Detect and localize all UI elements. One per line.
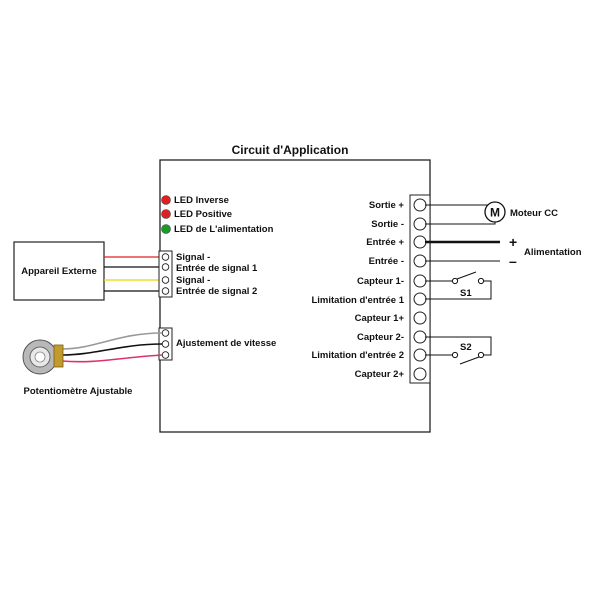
led-indicators: LED Inverse LED Positive LED de L'alimen… [161,195,274,235]
led-positive-label: LED Positive [174,209,232,220]
input-terminal-label: Signal - [176,252,210,263]
switch-s1-label: S1 [460,288,472,299]
right-terminal-screw [413,330,427,344]
signal-wires [104,256,161,292]
right-terminal-label: Entrée + [366,237,404,248]
right-terminal-label: Capteur 2- [357,332,404,343]
led-inverse-indicator [161,195,171,205]
switch-s1 [425,271,492,300]
motor-symbol: M [490,206,500,220]
input-terminal-label: Signal - [176,275,210,286]
right-terminal-screw [413,348,427,362]
right-terminal-label: Entrée - [369,256,404,267]
input-terminal-label: Entrée de signal 1 [176,263,258,274]
potentiometer-label: Potentiomètre Ajustable [24,386,133,397]
motor: M Moteur CC [484,201,558,223]
potentiometer-wires [61,332,163,363]
right-terminal-screw [413,235,427,249]
led-inverse-label: LED Inverse [174,195,229,206]
potentiometer [22,339,64,375]
right-terminal-screw [413,217,427,231]
power-label: Alimentation [524,247,582,258]
motor-label: Moteur CC [510,208,558,219]
right-terminal-screw [413,292,427,306]
right-terminal-screw [413,367,427,381]
right-terminal-label: Sortie + [369,200,405,211]
power-supply-wiring: + – Alimentation [425,234,582,269]
right-terminal-screw [413,254,427,268]
input-terminal-block: Signal - Entrée de signal 1 Signal - Ent… [158,250,258,298]
right-terminal-screw [413,311,427,325]
power-plus-symbol: + [509,234,517,250]
controller-box [159,159,431,433]
input-terminal-label: Entrée de signal 2 [176,286,257,297]
right-terminal-screw [413,198,427,212]
right-terminal-label: Capteur 2+ [355,369,405,380]
right-terminal-label: Sortie - [371,219,404,230]
diagram-title: Circuit d'Application [232,143,349,157]
switch-s2-label: S2 [460,342,472,353]
right-terminal-screw [413,274,427,288]
led-power-label: LED de L'alimentation [174,224,274,235]
right-terminal-label: Limitation d'entrée 2 [311,350,404,361]
power-minus-symbol: – [509,253,517,269]
right-terminal-label: Capteur 1- [357,276,404,287]
right-terminal-label: Capteur 1+ [355,313,405,324]
led-power-indicator [161,224,171,234]
led-positive-indicator [161,209,171,219]
switch-s2 [425,336,492,365]
external-device-box [13,241,105,301]
right-terminal-label: Limitation d'entrée 1 [311,295,404,306]
external-device-label: Appareil Externe [21,266,97,277]
speed-adjust-label: Ajustement de vitesse [176,338,276,349]
